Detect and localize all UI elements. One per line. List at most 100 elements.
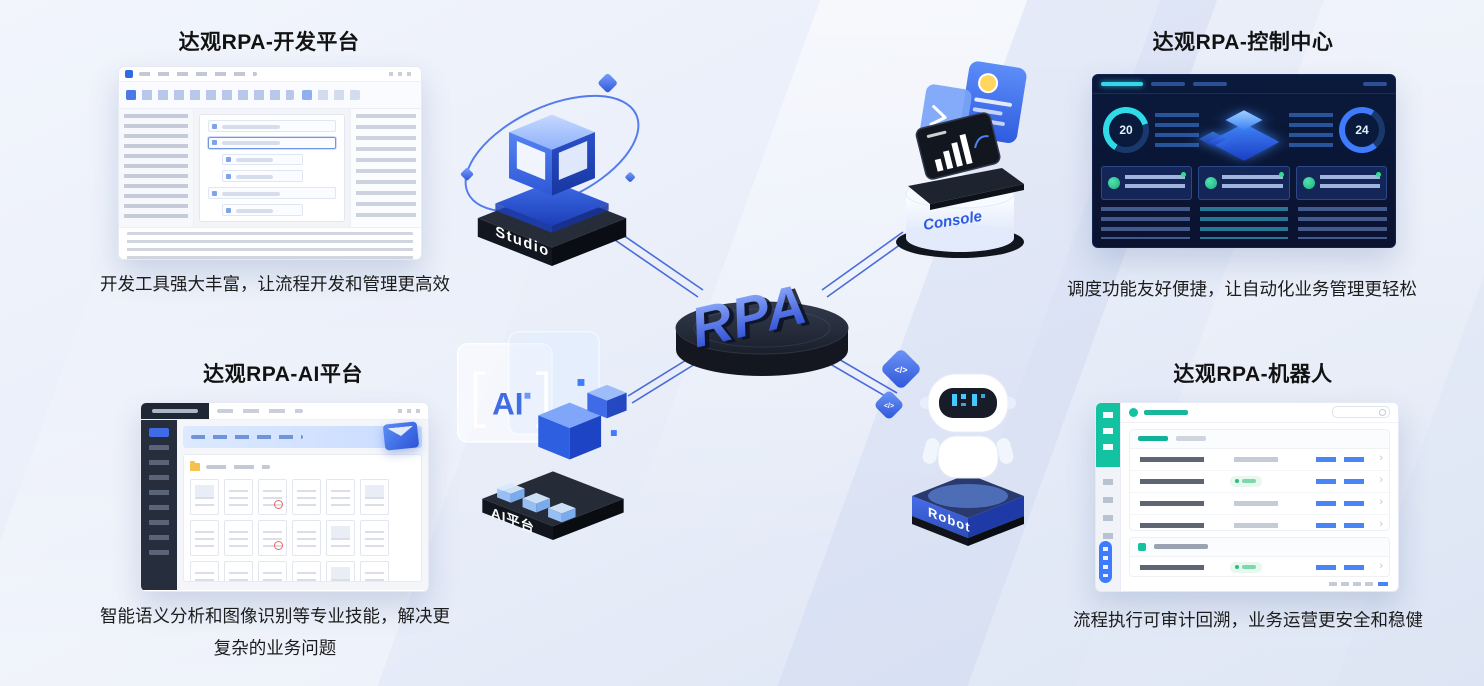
audit-row	[1130, 556, 1389, 576]
folder-row	[190, 460, 415, 474]
flow-canvas	[194, 109, 350, 227]
floating-helper-tab	[1099, 541, 1112, 583]
tab-active	[1138, 436, 1168, 442]
doc-thumbnail	[326, 479, 355, 515]
flow-node	[208, 187, 336, 200]
sidebar-item-active	[149, 428, 169, 437]
robot-topbar	[1121, 403, 1398, 423]
doc-thumbnail	[360, 561, 389, 581]
app-logo-icon	[125, 70, 133, 78]
app-logo-icon	[1129, 407, 1138, 417]
studio-node-icon: Studio	[460, 73, 640, 266]
window-controls-icon	[398, 409, 422, 413]
status-badge-success	[1230, 561, 1262, 573]
studio-toolbar	[119, 82, 421, 109]
robot-status-cards	[1093, 166, 1395, 200]
dashboard-tab	[1151, 82, 1185, 86]
control-center-screenshot: 20 24	[1092, 74, 1396, 248]
sidebar-items-placeholder	[149, 445, 169, 555]
document-grid	[190, 479, 415, 581]
gauge-left: 20	[1103, 107, 1199, 153]
iso-platform-graphic	[1198, 97, 1287, 163]
project-tree-panel	[119, 109, 194, 227]
studio-workspace	[119, 109, 421, 227]
stats-column-placeholder	[1199, 207, 1289, 239]
folder-name-placeholder	[206, 465, 270, 469]
task-row	[1130, 492, 1389, 515]
properties-placeholder	[356, 114, 416, 222]
robot-screenshot	[1095, 402, 1399, 592]
rail-icons-placeholder	[1103, 479, 1113, 547]
dashboard-main: 20 24	[1093, 94, 1395, 166]
list-card-header	[1130, 429, 1389, 449]
doc-thumbnail	[292, 520, 321, 556]
gauge-right-value: 24	[1345, 113, 1379, 147]
task-row	[1130, 514, 1389, 530]
task-row	[1130, 470, 1389, 493]
gauge-right: 24	[1289, 107, 1385, 153]
tree-items-placeholder	[124, 114, 188, 222]
ai-topbar	[141, 403, 428, 420]
pagination-placeholder	[1329, 581, 1373, 586]
ai-platform-screenshot	[140, 402, 429, 592]
pagination-current	[1378, 581, 1388, 586]
doc-thumbnail	[190, 479, 219, 515]
robot-avatar-icon	[1302, 177, 1315, 189]
search-input	[1332, 406, 1390, 419]
orbit-diamond-icon	[598, 73, 617, 93]
ai-node-icon: AI AI平台	[457, 331, 627, 541]
dashboard-stats	[1093, 200, 1395, 239]
robot-card	[1198, 166, 1290, 200]
envelope-icon	[382, 421, 420, 451]
ai-tabs-placeholder	[217, 409, 303, 413]
doc-thumbnail	[258, 520, 287, 556]
flow-node	[208, 120, 336, 132]
section-title-ai: 达观RPA-AI平台	[203, 363, 363, 386]
svg-text:</>: </>	[884, 403, 894, 410]
toolbar-icons-placeholder	[302, 90, 360, 100]
robot-card	[1295, 166, 1387, 200]
ai-body	[141, 420, 428, 590]
flow-card	[199, 114, 345, 222]
gauge-left-value: 20	[1109, 113, 1143, 147]
notice-banner	[183, 426, 422, 448]
stats-column-placeholder	[1101, 207, 1190, 239]
robot-figure	[920, 373, 1016, 479]
menu-text-placeholder	[139, 72, 257, 76]
ai-brand-block	[141, 403, 209, 419]
orbit-diamond-icon	[625, 172, 635, 182]
folder-icon	[190, 461, 200, 471]
doc-thumbnail	[224, 479, 253, 515]
section-title-control: 达观RPA-控制中心	[1152, 31, 1334, 54]
dashboard-tab	[1193, 82, 1227, 86]
code-diamond-icon: </>	[882, 350, 920, 388]
audit-card	[1129, 536, 1390, 577]
orbit-diamond-icon	[460, 168, 474, 181]
caption-control: 调度功能友好便捷，让自动化业务管理更轻松	[1067, 279, 1417, 299]
ai-glyph: AI	[492, 386, 523, 421]
document-card	[183, 454, 422, 582]
studio-titlebar	[119, 67, 421, 82]
robot-card-text-placeholder	[1319, 175, 1380, 191]
gauge-legend-placeholder	[1289, 113, 1333, 147]
doc-thumbnail	[190, 520, 219, 556]
svg-text:</>: </>	[894, 365, 907, 375]
stats-column-placeholder	[1298, 207, 1388, 239]
donut-gauge-icon: 20	[1103, 107, 1149, 153]
section-title-placeholder	[1154, 544, 1208, 550]
donut-gauge-icon: 24	[1339, 107, 1385, 153]
robot-main	[1121, 403, 1398, 591]
robot-card	[1101, 166, 1193, 200]
doc-thumbnail	[190, 561, 219, 581]
pagination	[1121, 577, 1398, 591]
doc-thumbnail	[292, 561, 321, 581]
caption-ai-line1: 智能语义分析和图像识别等专业技能，解决更	[100, 606, 450, 626]
tab	[1176, 436, 1206, 442]
doc-thumbnail	[360, 479, 389, 515]
robot-avatar-icon	[1205, 177, 1218, 189]
toolbar-icons-placeholder	[126, 90, 294, 100]
doc-thumbnail	[326, 520, 355, 556]
properties-panel	[350, 109, 421, 227]
doc-thumbnail	[292, 479, 321, 515]
